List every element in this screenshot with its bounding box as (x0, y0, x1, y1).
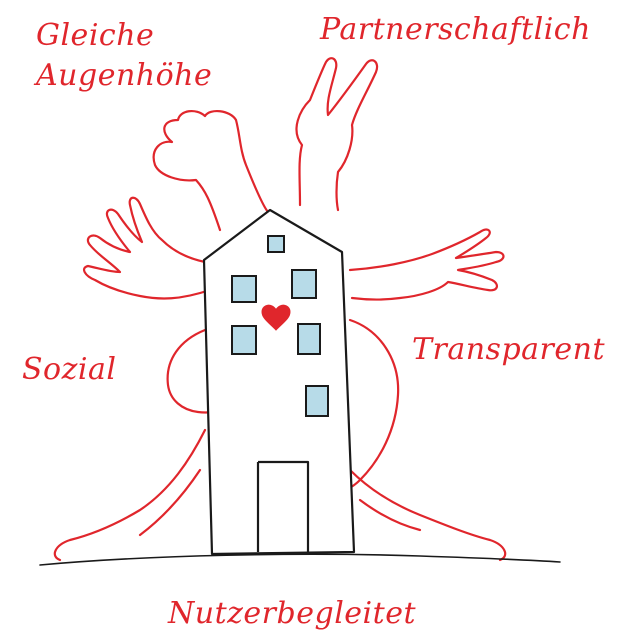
window-2-left (232, 276, 256, 302)
thumbs-up-hand (154, 111, 268, 230)
window-4-right (306, 386, 328, 416)
house-building (204, 210, 354, 554)
window-3-right (298, 324, 320, 354)
window-top (268, 236, 284, 252)
ground-line (40, 554, 560, 565)
open-hand-left (84, 198, 210, 299)
open-hand-right (350, 230, 504, 300)
legs-left (55, 430, 205, 560)
victory-hand (297, 58, 378, 210)
legs-right (350, 470, 505, 560)
window-2-right (292, 270, 316, 298)
window-3-left (232, 326, 256, 354)
